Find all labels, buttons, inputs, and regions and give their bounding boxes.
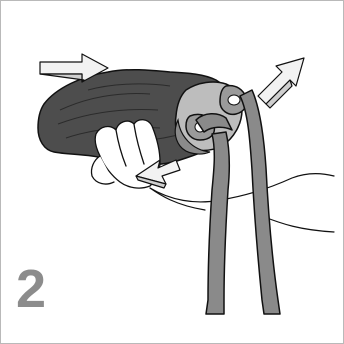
buckle-hole-upper (228, 95, 240, 105)
arm-outline (150, 174, 334, 232)
step-number: 2 (16, 262, 46, 316)
strap-right (240, 90, 280, 314)
strap-left (206, 132, 229, 314)
arrow-up-right-icon (258, 58, 304, 108)
